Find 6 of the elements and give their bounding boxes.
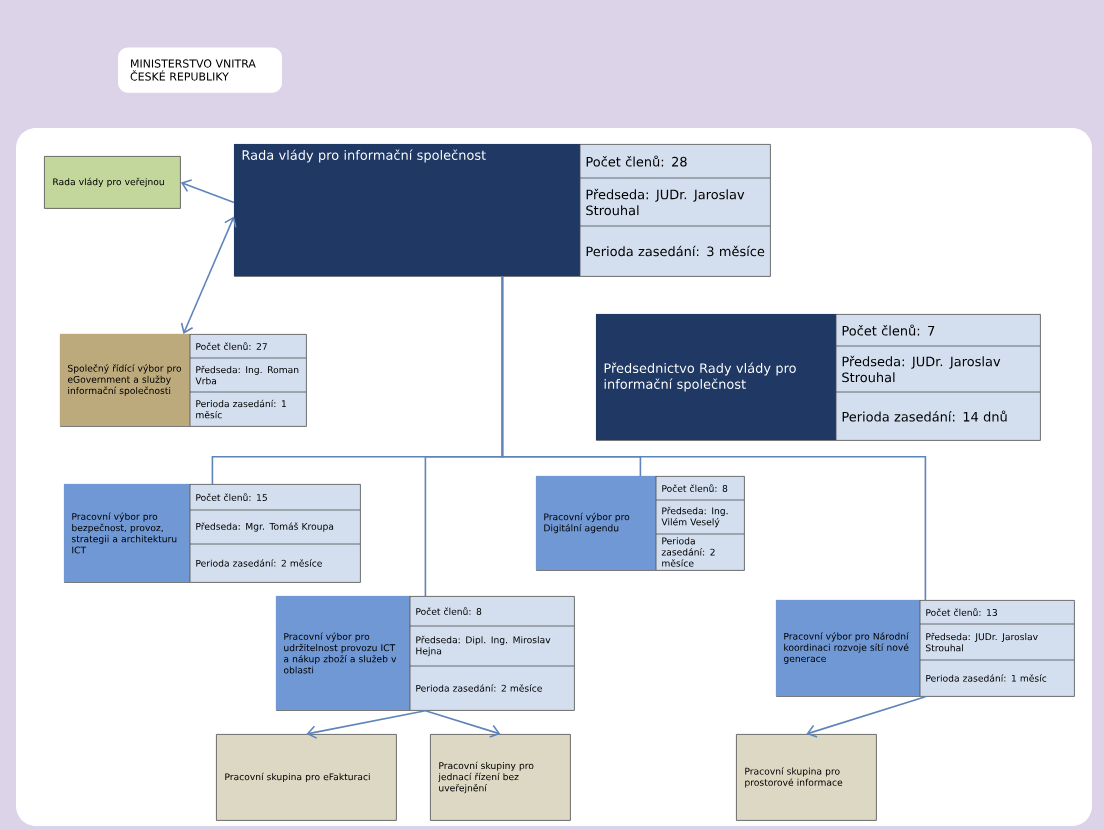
connector <box>806 696 927 738</box>
connector <box>424 710 501 738</box>
connector <box>306 710 427 739</box>
connector <box>180 179 235 204</box>
connector <box>180 216 237 334</box>
connector <box>501 276 927 601</box>
